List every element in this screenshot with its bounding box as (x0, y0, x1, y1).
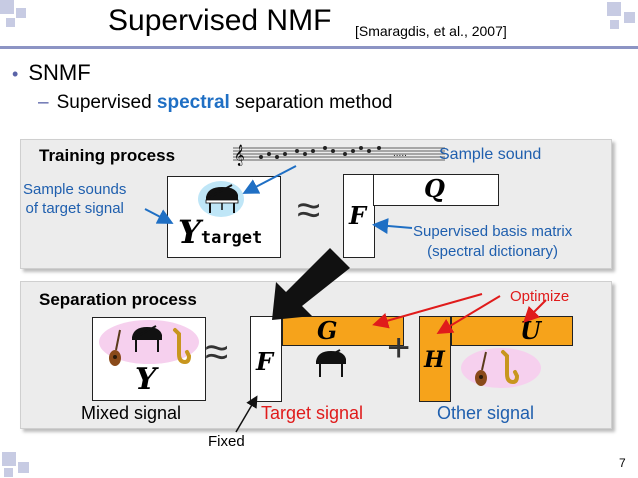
y-symbol: Y (178, 213, 201, 251)
deco-square-tl-1 (0, 0, 14, 14)
deco-square-tl-3 (6, 18, 15, 27)
separation-panel: Separation process Optimize Y ≈ (20, 281, 612, 429)
grand-piano-icon (313, 348, 349, 380)
other-halo (461, 348, 541, 388)
f-symbol: F (256, 347, 274, 376)
guitar-icon (107, 328, 125, 368)
music-score-icon: 𝄞 ..... (233, 142, 449, 166)
saxophone-icon (499, 350, 520, 386)
deco-square-tl-2 (16, 8, 26, 18)
y-target-box: Ytarget (167, 176, 281, 258)
deco-square-tr-3 (610, 20, 619, 29)
basis-label: Supervised basis matrix (spectral dictio… (413, 223, 573, 260)
y-mixed-symbol: Y (135, 362, 157, 397)
plus-sign: + (387, 326, 411, 370)
fixed-label: Fixed (208, 433, 245, 450)
optimize-to-g-arrow (372, 293, 483, 329)
f-box-separation: F (250, 316, 282, 402)
svg-text:𝄞: 𝄞 (234, 145, 245, 166)
deco-square-tr-2 (624, 12, 635, 23)
target-signal-label: Target signal (261, 403, 364, 423)
saxophone-icon (171, 328, 192, 366)
svg-text:.....: ..... (393, 148, 407, 159)
guitar-icon (473, 350, 491, 388)
f-symbol: F (349, 201, 367, 230)
g-symbol: G (317, 316, 338, 345)
bullet-snmf: • SNMF (12, 60, 91, 86)
fixed-to-f-arrow (235, 395, 258, 433)
dash-icon: – (38, 92, 49, 113)
bullet-dot-icon: • (12, 64, 19, 84)
score-to-piano-arrow (242, 165, 297, 194)
training-title: Training process (39, 146, 176, 165)
training-panel: Training process 𝄞 ..... Sample sound Sa… (20, 139, 612, 269)
f-box-training: F (343, 174, 375, 258)
deco-square-bl-2 (18, 462, 29, 473)
mixed-signal-label: Mixed signal (81, 403, 182, 423)
sample-sound-label: Sample sound (439, 146, 542, 163)
y-target-symbol: Ytarget (178, 213, 262, 251)
label-to-ytarget-arrow (144, 208, 174, 224)
optimize-to-h-arrow (436, 295, 501, 335)
bullet-main-text: SNMF (28, 60, 91, 85)
page-title: Supervised NMF (108, 4, 332, 37)
bullet-sub: –Supervised spectral separation method (38, 92, 392, 114)
sample-sounds-target-label: Sample sounds of target signal (23, 181, 127, 217)
optimize-label: Optimize (510, 288, 570, 305)
y-mixed-box: Y (92, 317, 206, 401)
sub-suffix: separation method (229, 92, 393, 113)
u-symbol: U (520, 316, 541, 345)
q-symbol: Q (424, 174, 445, 203)
h-symbol: H (424, 347, 445, 373)
separation-title: Separation process (39, 290, 197, 309)
y-subscript: target (200, 228, 263, 248)
deco-square-tr-1 (607, 2, 621, 16)
separation-approx: ≈ (205, 328, 229, 375)
deco-square-bl-1 (2, 452, 16, 466)
title-rule (0, 46, 638, 49)
sub-prefix: Supervised (56, 92, 157, 113)
optimize-to-u-arrow (523, 299, 547, 323)
page-number: 7 (619, 456, 626, 470)
grand-piano-icon (129, 324, 165, 354)
grand-piano-icon (202, 183, 242, 215)
title-citation: [Smaragdis, et al., 2007] (355, 23, 507, 39)
other-signal-label: Other signal (437, 403, 535, 423)
basis-to-f-arrow (372, 218, 413, 234)
deco-square-bl-3 (4, 468, 13, 477)
sub-highlight: spectral (156, 92, 230, 113)
training-to-separation-arrow (272, 248, 350, 320)
q-box: Q (373, 174, 499, 206)
u-box: U (451, 316, 573, 346)
training-approx: ≈ (297, 186, 321, 233)
